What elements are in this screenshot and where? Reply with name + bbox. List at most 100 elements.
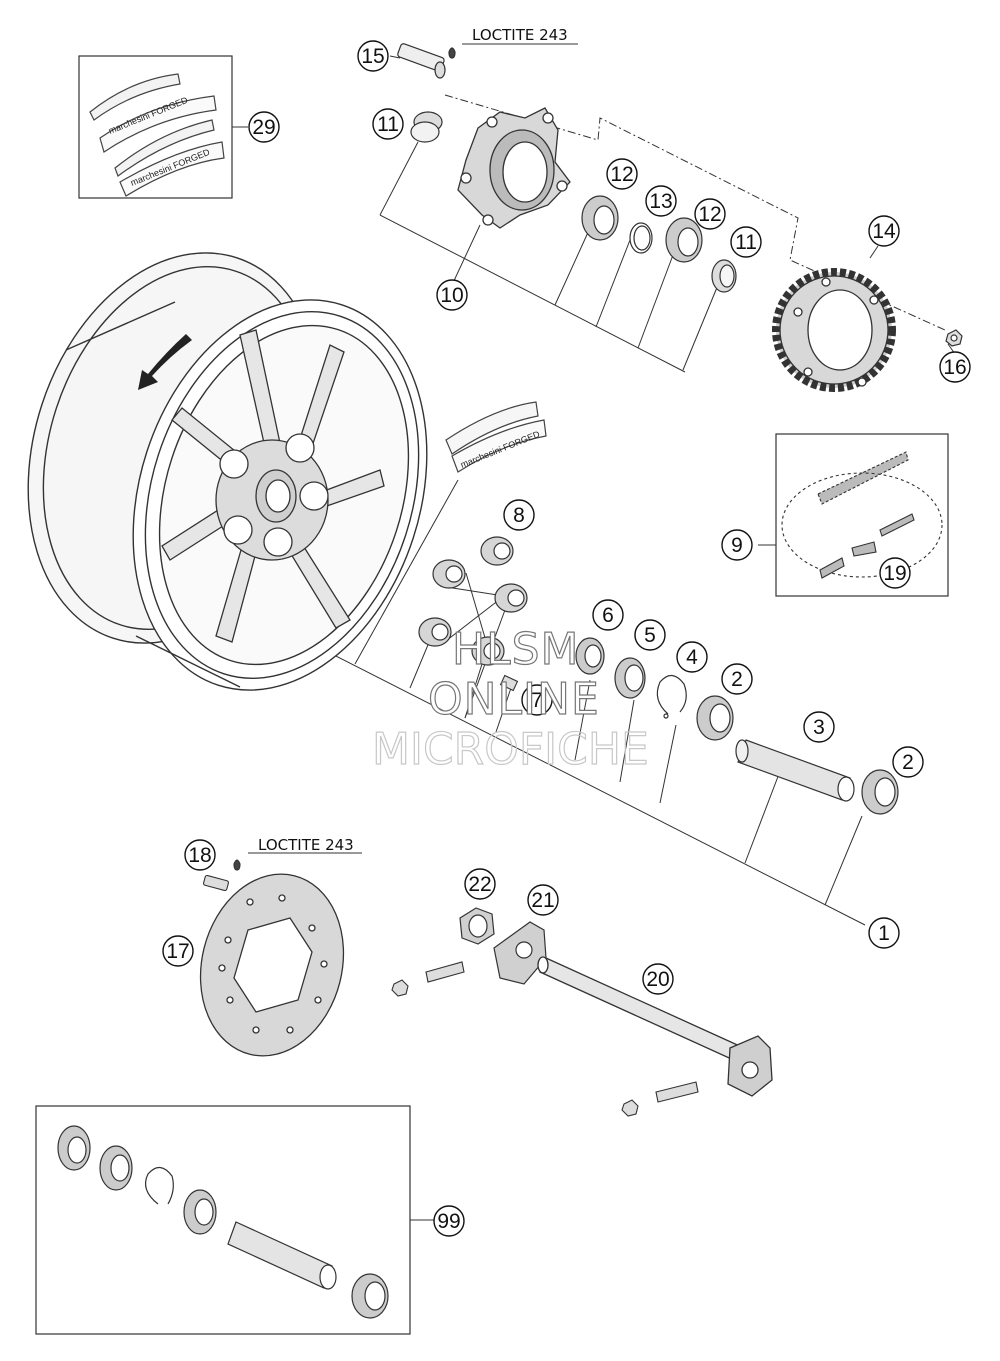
disc-bolt	[203, 859, 241, 892]
callout-number: 11	[735, 231, 757, 254]
chain-adjuster-21	[493, 921, 547, 985]
rear-axle-20	[537, 956, 773, 1097]
decal-kit-box	[78, 55, 233, 199]
wheel-decal	[445, 401, 547, 473]
valve-stem	[499, 674, 519, 692]
callout-number: 99	[437, 1210, 460, 1233]
callout-number: 2	[731, 668, 743, 691]
decal-strips	[89, 73, 225, 197]
callout-number: 14	[872, 220, 896, 243]
callout-number: 3	[813, 716, 825, 739]
callout-number: 18	[188, 844, 211, 867]
axle-nut-22	[459, 907, 495, 945]
callout-c3: 3	[803, 711, 835, 743]
callout-circle	[645, 185, 677, 217]
callout-circle	[879, 557, 911, 589]
callout-c9: 9	[721, 529, 753, 561]
callout-circle	[503, 499, 535, 531]
callout-number: 1	[878, 922, 890, 945]
callout-c19: 19	[879, 557, 911, 589]
shaft-seal-5	[614, 657, 646, 699]
callout-c22: 22	[464, 868, 496, 900]
watermark-line-3: MICROFICHE	[372, 724, 649, 775]
adjuster-bolt-upper	[391, 961, 465, 997]
callout-circle	[868, 215, 900, 247]
callout-circle	[676, 641, 708, 673]
callout-number: 9	[731, 534, 743, 557]
sprocket-nut	[945, 329, 963, 347]
callout-c21: 21	[527, 884, 559, 916]
callout-c18: 18	[184, 839, 216, 871]
spacer-bushing-top	[410, 111, 443, 143]
callout-number: 6	[602, 604, 614, 627]
callout-c29: 29	[248, 111, 280, 143]
axle-bearing-6	[575, 637, 605, 675]
callout-c2b: 2	[892, 746, 924, 778]
callout-circle	[357, 40, 389, 72]
callout-circle	[892, 746, 924, 778]
callout-c1: 1	[868, 917, 900, 949]
carrier-bearing-2	[665, 217, 703, 263]
watermark: HLSM ONLINE MICROFICHE	[371, 623, 649, 775]
adjuster-bolt-lower	[621, 1081, 699, 1117]
callout-number: 11	[377, 113, 399, 136]
repair-kit-parts	[57, 1125, 389, 1319]
callout-c15: 15	[357, 40, 389, 72]
brake-disc	[199, 873, 345, 1057]
callout-number: 5	[644, 624, 656, 647]
callout-number: 22	[468, 873, 491, 896]
callout-c13: 13	[645, 185, 677, 217]
hub-bolt	[397, 43, 456, 79]
callout-c12a: 12	[606, 158, 638, 190]
loctite-note-disc-bolt: LOCTITE 243	[258, 836, 354, 854]
rear-sprocket	[772, 268, 896, 392]
distance-sleeve-3	[735, 739, 855, 802]
callout-c10: 10	[436, 279, 468, 311]
drive-chain	[781, 451, 943, 579]
callout-circle	[721, 529, 753, 561]
callout-circle	[634, 619, 666, 651]
callout-c11a: 11	[372, 108, 404, 140]
callout-c16: 16	[939, 351, 971, 383]
callout-c11b: 11	[730, 226, 762, 258]
callout-c12b: 12	[694, 198, 726, 230]
callout-c6: 6	[592, 599, 624, 631]
callout-circle	[248, 111, 280, 143]
callout-number: 4	[686, 646, 698, 669]
watermark-line-1: HLSM	[452, 624, 580, 675]
callout-number: 15	[361, 45, 384, 68]
callout-c2a: 2	[721, 663, 753, 695]
callout-number: 12	[610, 163, 633, 186]
callout-number: 7	[531, 689, 543, 712]
carrier-bearing-1	[581, 195, 619, 241]
callout-circle	[694, 198, 726, 230]
callout-circle	[939, 351, 971, 383]
callout-c5: 5	[634, 619, 666, 651]
callout-number: 19	[883, 562, 906, 585]
callout-number: 10	[440, 284, 463, 307]
watermark-line-2: ONLINE	[428, 674, 600, 725]
loctite-note-hub-bolt: LOCTITE 243	[472, 26, 568, 44]
wheel-hub	[215, 433, 329, 561]
callout-circle	[868, 917, 900, 949]
callout-circle	[606, 158, 638, 190]
chain-kit-box	[775, 433, 949, 597]
callout-number: 17	[166, 940, 189, 963]
sprocket-carrier	[457, 107, 571, 229]
callout-circle	[803, 711, 835, 743]
callout-c99: 99	[433, 1205, 465, 1237]
callout-c20: 20	[642, 963, 674, 995]
cush-drive-rubbers	[418, 536, 528, 666]
callout-number: 13	[649, 190, 672, 213]
callout-circle	[436, 279, 468, 311]
wheel-bearing-2-left	[696, 695, 734, 741]
circlip-4	[656, 674, 687, 719]
callout-number: 29	[252, 116, 275, 139]
callout-circle	[464, 868, 496, 900]
circlip-ring	[629, 222, 653, 254]
callout-circle	[592, 599, 624, 631]
callout-circle	[527, 884, 559, 916]
callout-c7: 7	[521, 684, 553, 716]
